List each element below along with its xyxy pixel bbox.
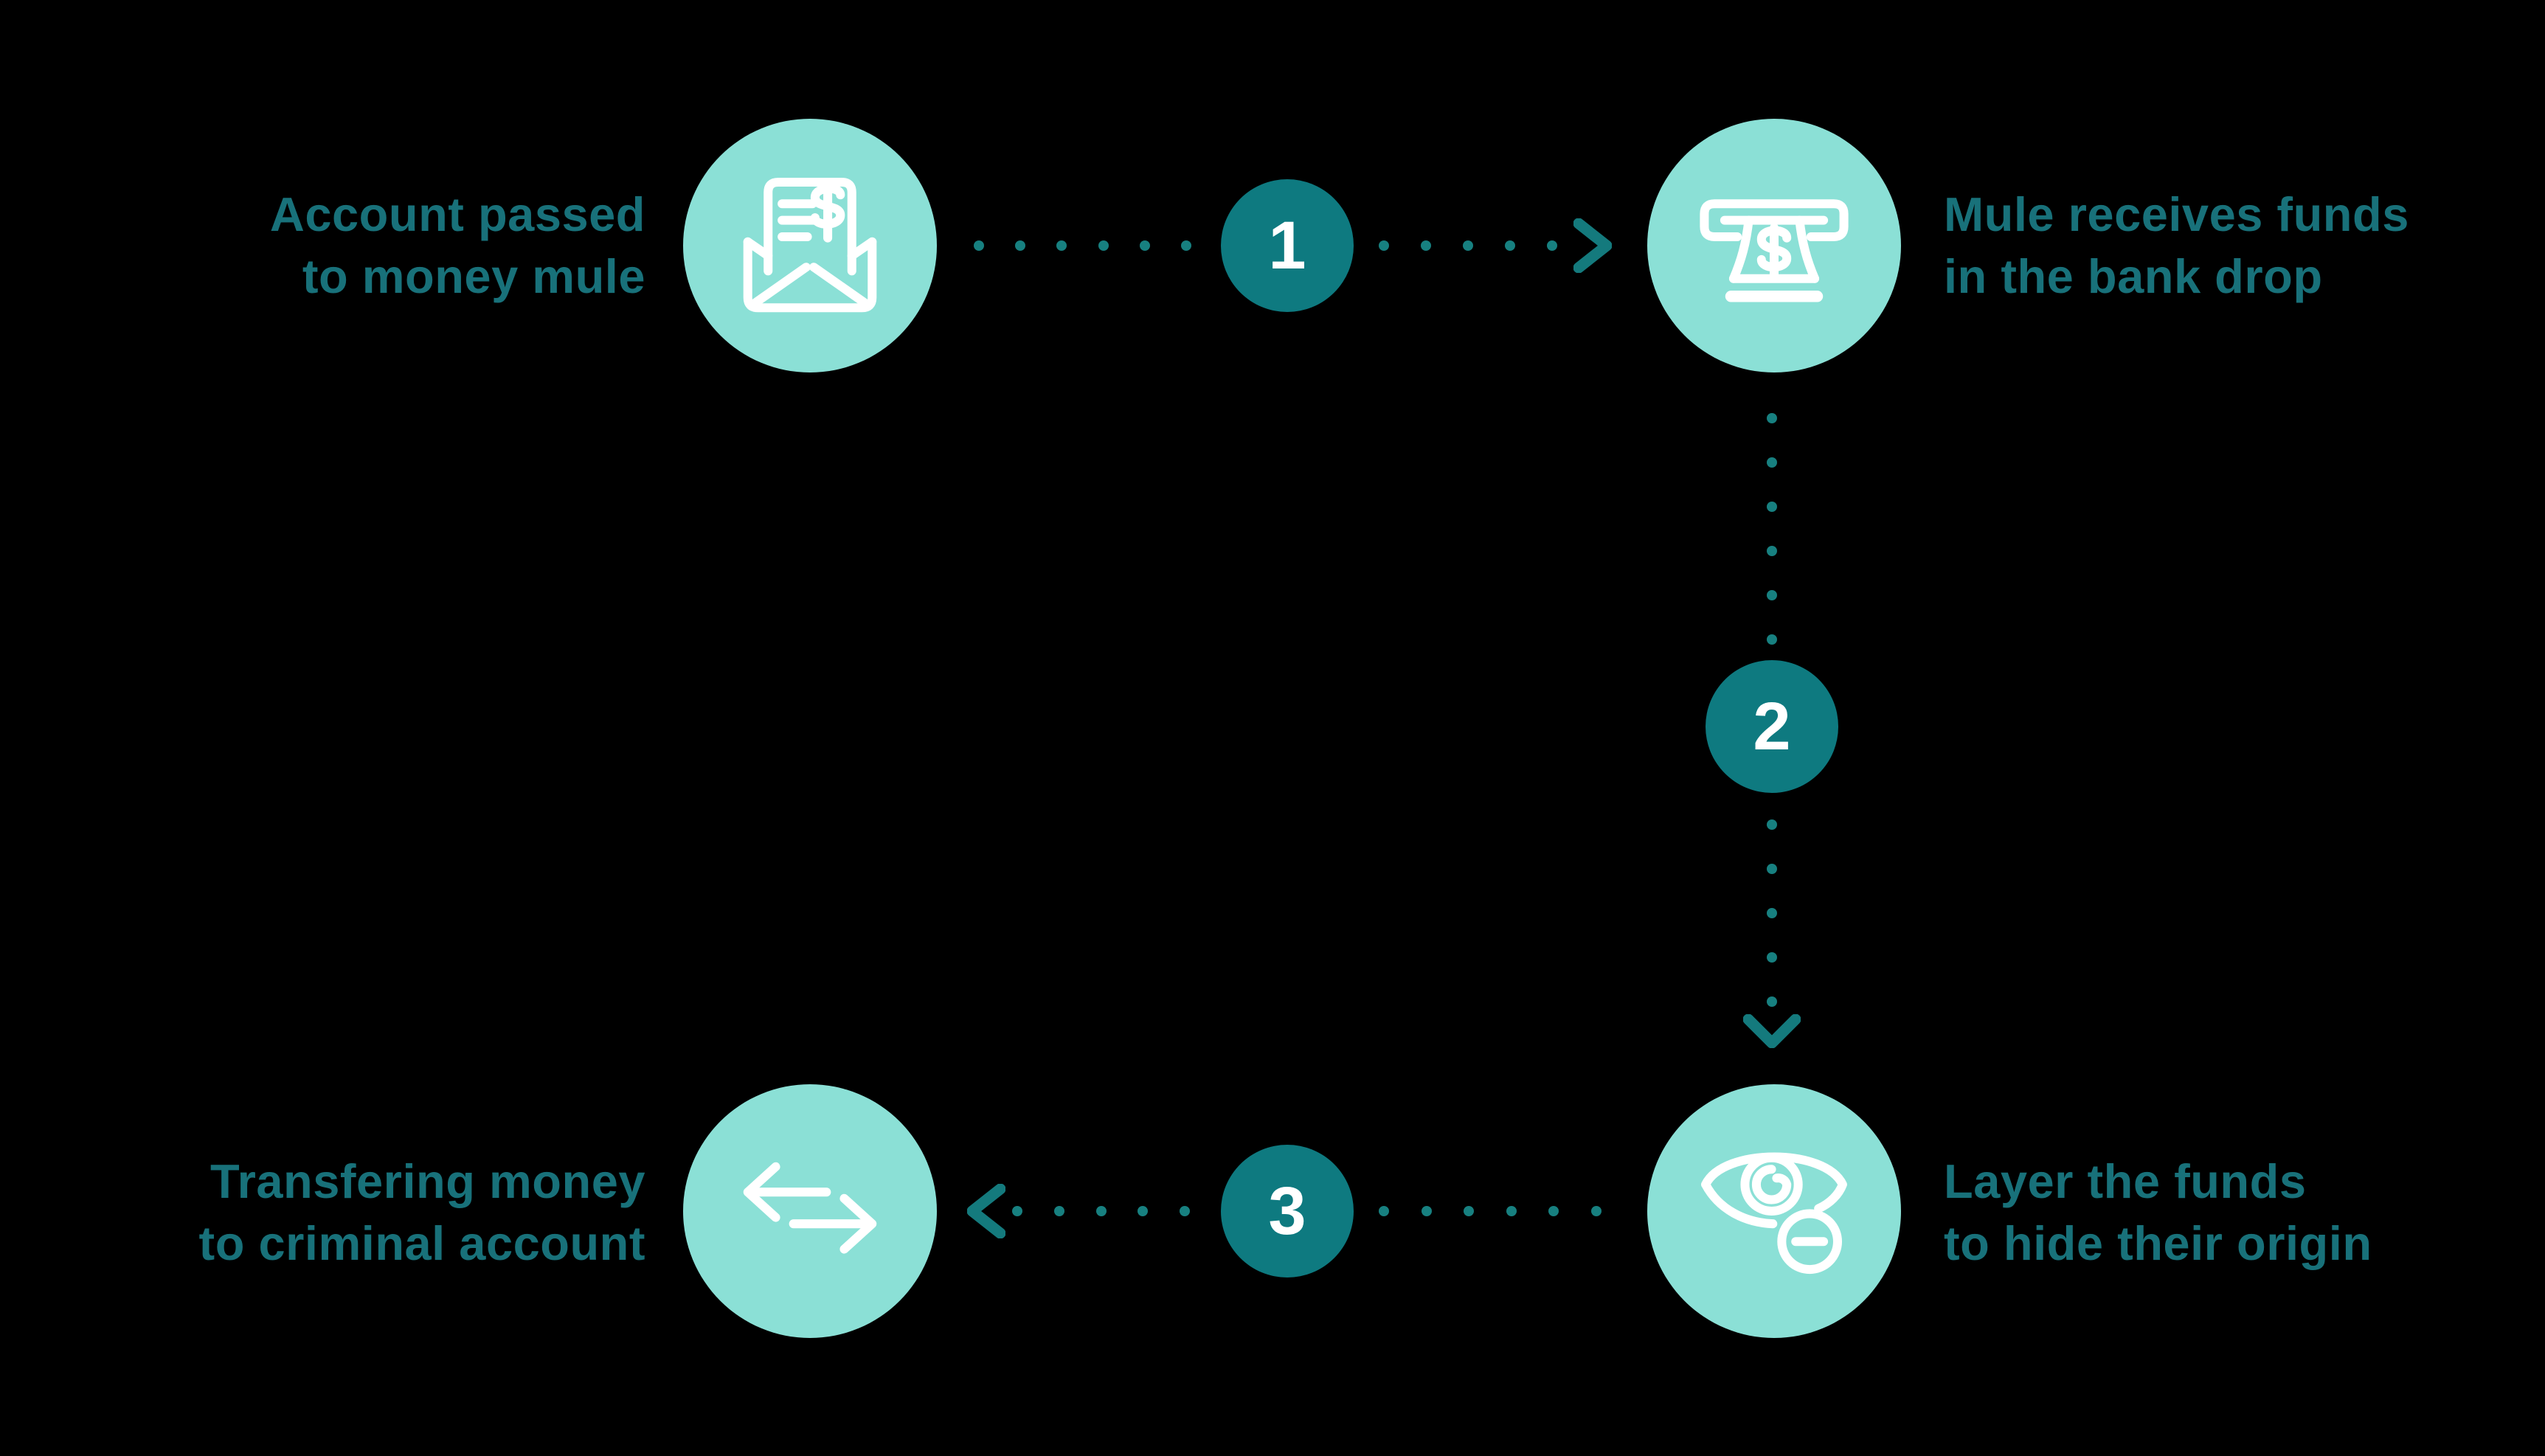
dot — [1181, 240, 1191, 251]
label-layer-funds: Layer the funds to hide their origin — [1944, 1151, 2372, 1275]
dot — [974, 240, 984, 251]
dot — [1053, 1206, 1064, 1216]
label-line: Layer the funds — [1944, 1154, 2307, 1208]
label-account-passed: Account passed to money mule — [133, 184, 645, 308]
dot — [1098, 240, 1109, 251]
node-criminal-account — [683, 1084, 937, 1338]
dot — [1463, 240, 1473, 251]
dot — [1591, 1206, 1602, 1216]
label-line: in the bank drop — [1944, 249, 2323, 303]
dot — [1548, 1206, 1559, 1216]
dot — [1767, 819, 1777, 830]
dot — [1421, 240, 1431, 251]
node-bank-drop — [1647, 119, 1901, 372]
dot — [1767, 502, 1777, 512]
dot — [1767, 634, 1777, 645]
label-bank-drop: Mule receives funds in the bank drop — [1944, 184, 2409, 308]
dot — [1505, 240, 1515, 251]
left-chevron-icon — [967, 1184, 1005, 1238]
dot — [1767, 952, 1777, 963]
dot — [1767, 590, 1777, 600]
dot — [1767, 546, 1777, 556]
dot — [1015, 240, 1026, 251]
label-line: Account passed — [269, 187, 645, 241]
label-criminal-account: Transfering money to criminal account — [133, 1151, 645, 1275]
step-number-1: 1 — [1221, 179, 1354, 312]
transfer-arrows-icon — [743, 1162, 877, 1254]
step-number-3: 3 — [1221, 1145, 1354, 1278]
step-number-text: 2 — [1753, 689, 1791, 764]
node-account-passed — [683, 119, 937, 372]
dot — [1464, 1206, 1475, 1216]
dot — [1767, 413, 1777, 423]
envelope-letter-dollar-icon — [743, 177, 877, 313]
right-chevron-icon — [1573, 218, 1612, 273]
atm-cash-dispense-icon — [1700, 199, 1849, 302]
dot — [1767, 996, 1777, 1007]
dot — [1506, 1206, 1517, 1216]
label-line: to money mule — [302, 249, 645, 303]
dot — [1547, 240, 1557, 251]
step-number-2: 2 — [1706, 660, 1838, 793]
dot — [1138, 1206, 1149, 1216]
dot — [1139, 240, 1150, 251]
dot — [1421, 1206, 1432, 1216]
node-layer-funds — [1647, 1084, 1901, 1338]
hidden-eye-minus-icon — [1701, 1152, 1847, 1275]
label-line: Mule receives funds — [1944, 187, 2409, 241]
dot — [1767, 864, 1777, 874]
label-line: to hide their origin — [1944, 1216, 2372, 1270]
label-line: Transfering money — [210, 1154, 645, 1208]
label-line: to criminal account — [198, 1216, 645, 1270]
dot — [1767, 457, 1777, 468]
dot — [1095, 1206, 1107, 1216]
down-chevron-icon — [1743, 1014, 1801, 1048]
dot — [1767, 908, 1777, 918]
dot — [1379, 240, 1389, 251]
dot — [1379, 1206, 1389, 1216]
step-number-text: 1 — [1268, 208, 1306, 283]
dot — [1012, 1206, 1022, 1216]
step-number-text: 3 — [1268, 1174, 1306, 1249]
dot — [1180, 1206, 1191, 1216]
dot — [1056, 240, 1067, 251]
